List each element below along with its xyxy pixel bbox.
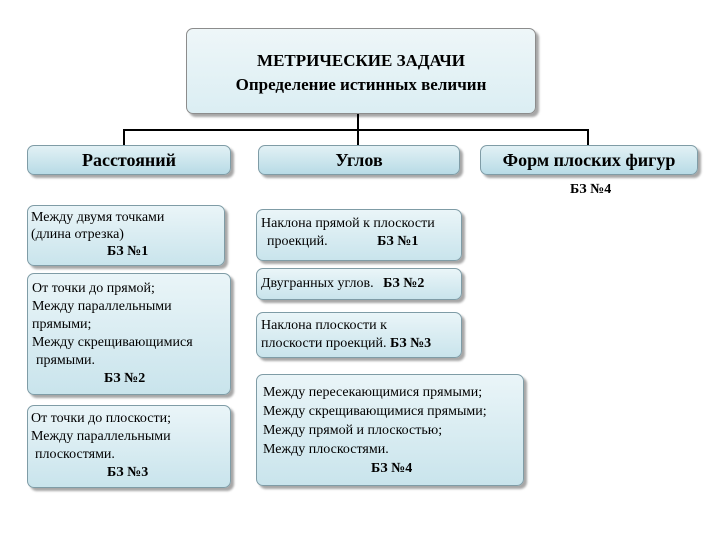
angles-1-bz: БЗ №1 xyxy=(377,234,419,249)
distances-2-line-1: От точки до прямой; xyxy=(32,281,155,296)
angles-3-line-2-text: плоскости проекций. xyxy=(261,336,387,351)
angles-box-3: Наклона плоскости к плоскости проекций. … xyxy=(256,312,462,358)
connector-root-down xyxy=(357,114,359,130)
distances-2-line-2: Между параллельными xyxy=(32,299,172,314)
distances-2-bz: БЗ №2 xyxy=(104,371,146,386)
angles-box-4: Между пересекающимися прямыми; Между скр… xyxy=(256,374,524,486)
distances-1-line-2: (длина отрезка) xyxy=(31,227,124,242)
connector-horizontal xyxy=(124,129,589,131)
distances-2-line-3: прямыми; xyxy=(32,317,92,332)
distances-box-2: От точки до прямой; Между параллельными … xyxy=(27,273,231,395)
header-shapes-label: Форм плоских фигур xyxy=(502,150,676,170)
header-shapes: Форм плоских фигур xyxy=(480,145,698,175)
angles-1-line-1: Наклона прямой к плоскости xyxy=(261,216,435,231)
angles-2-bz: БЗ №2 xyxy=(383,276,425,291)
angles-1-line-2-text: проекций. xyxy=(267,234,328,249)
distances-3-bz: БЗ №3 xyxy=(107,465,149,480)
distances-3-line-2: Между параллельными xyxy=(31,429,171,444)
header-angles-label: Углов xyxy=(335,150,383,170)
distances-2-line-4: Между скрещивающимися xyxy=(32,335,193,350)
root-subtitle: Определение истинных величин xyxy=(235,75,487,94)
angles-4-line-3: Между прямой и плоскостью; xyxy=(263,423,443,438)
angles-4-line-1: Между пересекающимися прямыми; xyxy=(263,385,483,400)
header-distances-label: Расстояний xyxy=(81,150,177,170)
connector-shapes xyxy=(587,129,589,145)
distances-3-line-3: плоскостями. xyxy=(35,447,115,462)
angles-3-line-2: плоскости проекций. БЗ №3 xyxy=(261,335,457,353)
angles-4-bz: БЗ №4 xyxy=(371,461,413,476)
root-title: МЕТРИЧЕСКИЕ ЗАДАЧИ xyxy=(257,51,465,70)
header-distances: Расстояний xyxy=(27,145,231,175)
distances-1-bz: БЗ №1 xyxy=(107,244,149,259)
connector-distances xyxy=(123,129,125,145)
angles-box-2: Двугранных углов. БЗ №2 xyxy=(256,268,462,300)
distances-box-3: От точки до плоскости; Между параллельны… xyxy=(27,405,231,488)
angles-box-1: Наклона прямой к плоскости проекций. БЗ … xyxy=(256,209,462,261)
angles-1-line-2: проекций. БЗ №1 xyxy=(261,233,457,251)
angles-3-line-1: Наклона плоскости к xyxy=(261,318,387,333)
shapes-bz-label: БЗ №4 xyxy=(570,182,612,197)
angles-4-line-4: Между плоскостями. xyxy=(263,442,389,457)
distances-3-line-1: От точки до плоскости; xyxy=(31,411,171,426)
distances-1-line-1: Между двумя точками xyxy=(31,210,165,225)
angles-4-line-2: Между скрещивающимися прямыми; xyxy=(263,404,487,419)
header-angles: Углов xyxy=(258,145,460,175)
angles-2-text: Двугранных углов. xyxy=(261,276,374,291)
connector-angles xyxy=(357,129,359,145)
root-box: МЕТРИЧЕСКИЕ ЗАДАЧИ Определение истинных … xyxy=(186,28,536,114)
distances-box-1: Между двумя точками (длина отрезка) БЗ №… xyxy=(27,205,225,266)
angles-3-bz: БЗ №3 xyxy=(389,336,432,351)
distances-2-line-5: прямыми. xyxy=(36,353,96,368)
